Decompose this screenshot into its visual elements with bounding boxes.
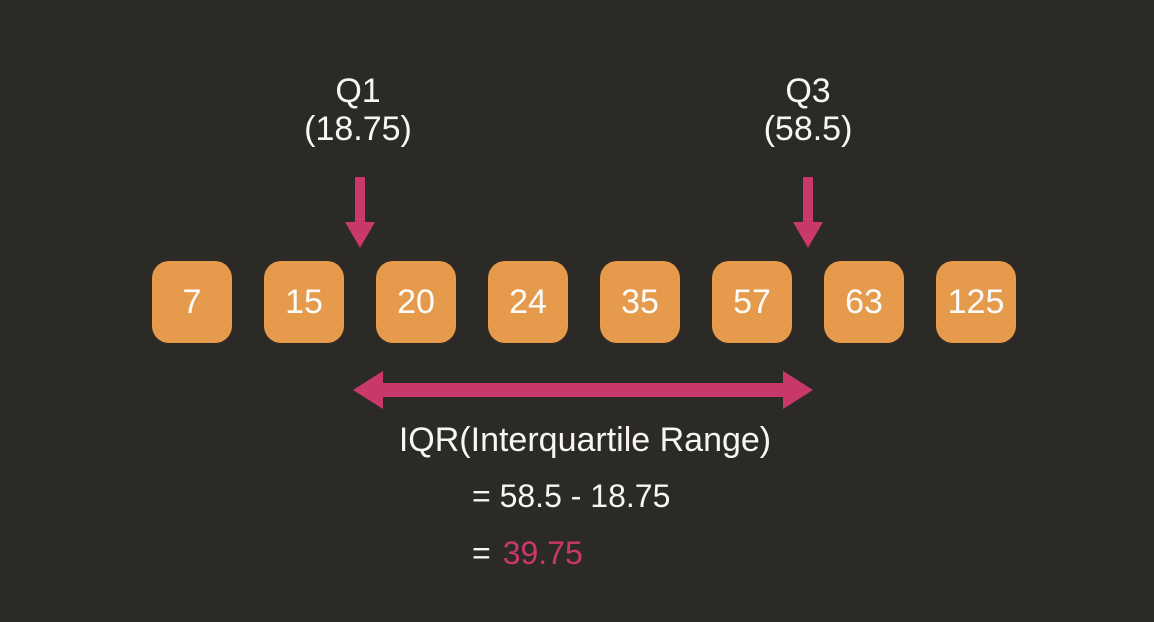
q3-value: (58.5) xyxy=(763,110,853,148)
value-box-label: 7 xyxy=(182,282,202,321)
q1-value: (18.75) xyxy=(304,110,412,148)
value-box: 20 xyxy=(376,261,456,343)
value-box: 24 xyxy=(488,261,568,343)
iqr-result-value: 39.75 xyxy=(502,535,583,571)
value-box: 35 xyxy=(600,261,680,343)
q3-down-arrow-icon xyxy=(793,177,823,248)
value-box: 7 xyxy=(152,261,232,343)
value-box: 57 xyxy=(712,261,792,343)
value-box: 125 xyxy=(936,261,1016,343)
iqr-result-equals: = xyxy=(472,535,491,571)
sorted-values-row: 7 15 20 24 35 57 63 125 xyxy=(152,261,1016,343)
q3-label: Q3 xyxy=(785,72,831,110)
value-box-label: 20 xyxy=(397,282,435,321)
iqr-equation-line: = 58.5 - 18.75 xyxy=(472,478,670,515)
q3-annotation: Q3 (58.5) xyxy=(764,72,853,148)
value-box: 63 xyxy=(824,261,904,343)
value-box-label: 63 xyxy=(845,282,883,321)
q1-down-arrow-icon xyxy=(345,177,375,248)
iqr-result-line: = 39.75 xyxy=(472,535,583,572)
value-box-label: 15 xyxy=(285,282,323,321)
iqr-equation-text: = 58.5 - 18.75 xyxy=(472,478,671,514)
value-box-label: 57 xyxy=(733,282,771,321)
q1-annotation: Q1 (18.75) xyxy=(304,72,412,148)
q1-label: Q1 xyxy=(335,72,381,110)
value-box: 15 xyxy=(264,261,344,343)
iqr-title: IQR(Interquartile Range) xyxy=(398,421,772,459)
value-box-label: 35 xyxy=(621,282,659,321)
iqr-range-double-arrow-icon xyxy=(353,371,813,409)
value-box-label: 125 xyxy=(947,282,1005,321)
value-box-label: 24 xyxy=(509,282,547,321)
